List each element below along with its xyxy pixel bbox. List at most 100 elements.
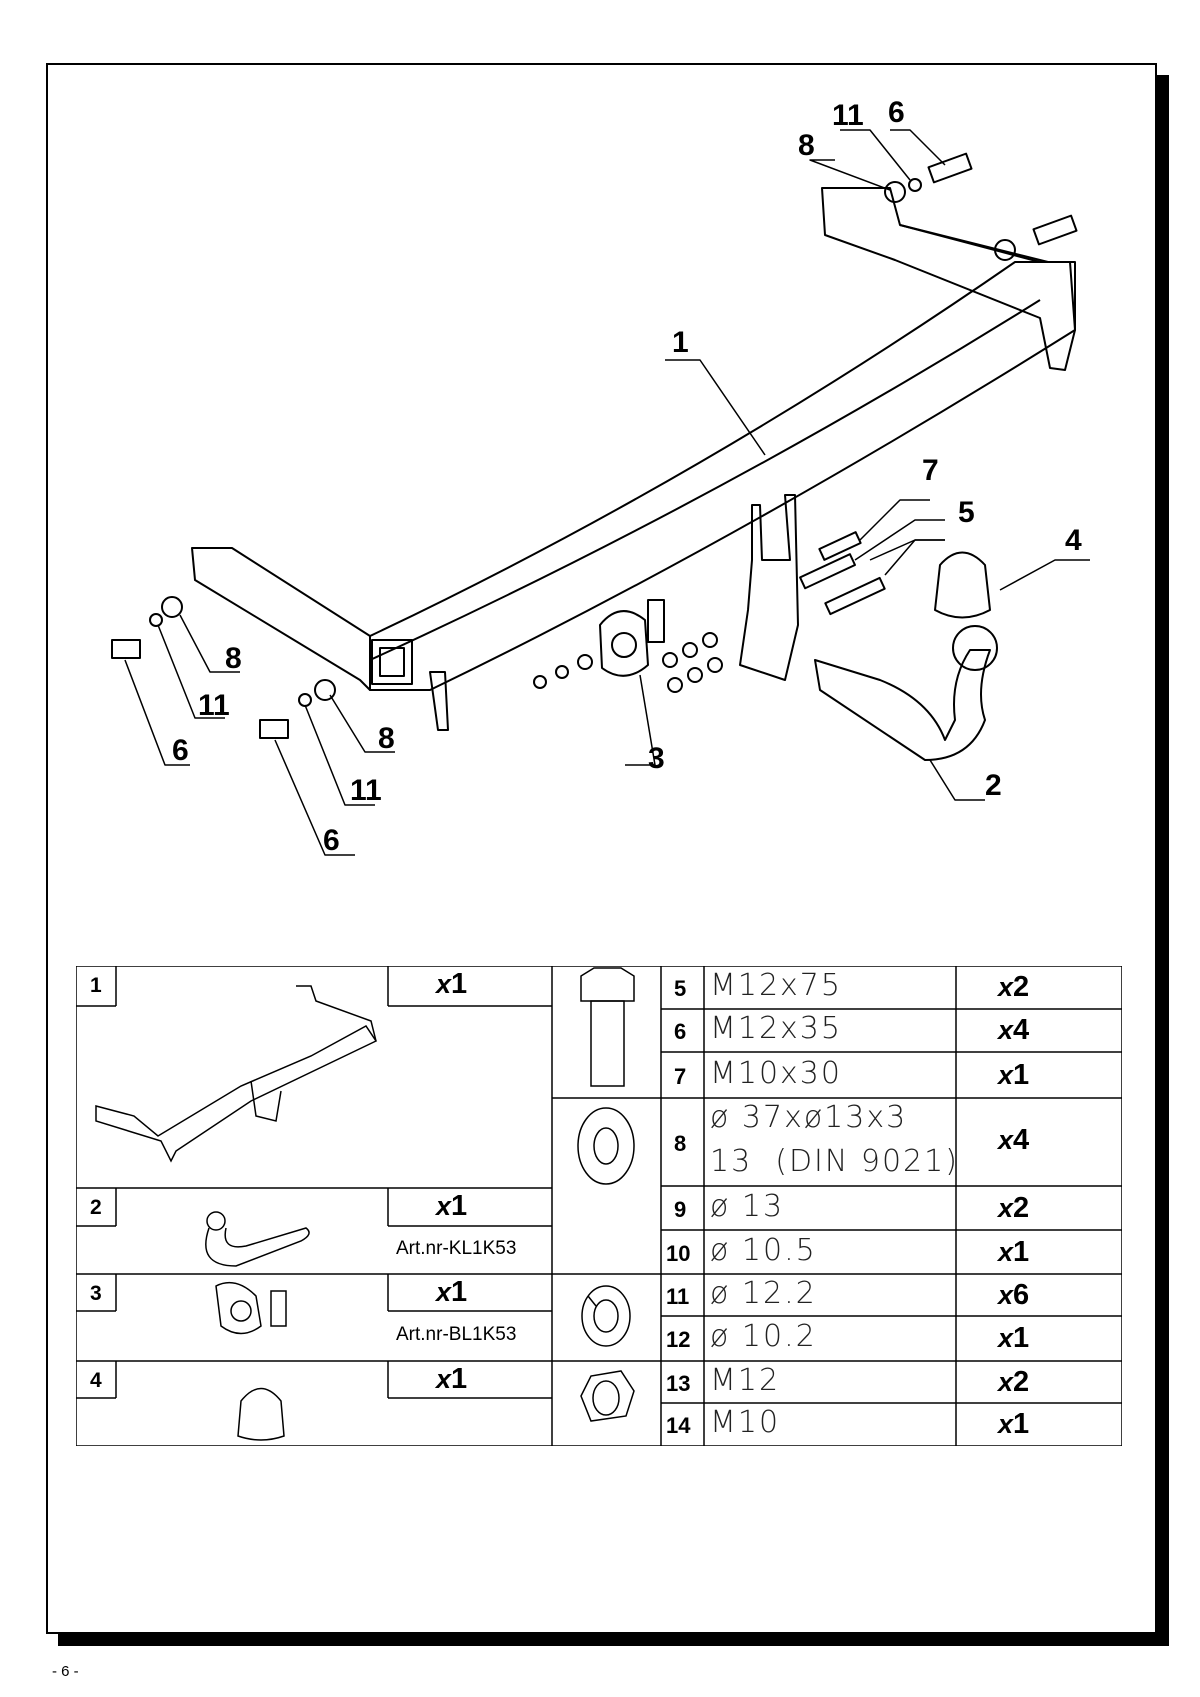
lock-washer-mid xyxy=(298,693,312,707)
row-8-qty: x4 xyxy=(998,1124,1029,1157)
item-4-qty: x1 xyxy=(436,1363,467,1396)
row-9-qty-n: 2 xyxy=(1013,1192,1030,1224)
row-12-qty-x: x xyxy=(998,1323,1014,1353)
tow-ball-neck xyxy=(814,649,991,761)
callout-8-top: 8 xyxy=(798,129,815,162)
callout-6-top: 6 xyxy=(888,96,905,129)
row-12-spec: ø 10.2 xyxy=(710,1319,817,1354)
callout-2: 2 xyxy=(985,769,1002,802)
row-9-qty: x2 xyxy=(998,1192,1029,1225)
item-3-article-number: Art.nr-BL1K53 xyxy=(396,1324,517,1345)
row-8-spec: ø 37xø13x3 xyxy=(710,1100,908,1135)
row-6-qty: x4 xyxy=(998,1014,1029,1047)
callout-11-mid: 11 xyxy=(350,774,382,807)
row-14-qty-x: x xyxy=(998,1409,1014,1439)
item-3-qty-n: 1 xyxy=(451,1276,468,1308)
row-11-qty-n: 6 xyxy=(1013,1279,1030,1311)
lock-washer-top xyxy=(908,178,922,192)
row-13-spec: M12 xyxy=(710,1363,781,1398)
row-5-qty-n: 2 xyxy=(1013,971,1030,1003)
hitch-bolts xyxy=(799,531,886,616)
thumb-nut xyxy=(580,1370,635,1422)
row-11-qty: x6 xyxy=(998,1279,1029,1312)
row-7-qty: x1 xyxy=(998,1059,1029,1092)
hitch-mount-plate xyxy=(739,494,799,681)
right-bracket-slot xyxy=(899,224,1041,263)
row-11-qty-x: x xyxy=(998,1280,1014,1310)
row-6-qty-x: x xyxy=(998,1015,1014,1045)
thumb-lock-washer xyxy=(581,1285,631,1347)
row-9-number: 9 xyxy=(674,1197,687,1222)
callout-8-left: 8 xyxy=(225,642,242,675)
item-1-qty-n: 1 xyxy=(451,968,468,1000)
bolt-mid xyxy=(259,719,289,739)
row-14-number: 14 xyxy=(666,1413,691,1438)
row-8-spec-line2: 13 (DIN 9021) xyxy=(710,1144,959,1179)
leader-lines xyxy=(124,129,1090,856)
callout-4: 4 xyxy=(1065,524,1082,557)
thumb-washer xyxy=(577,1107,635,1185)
item-1-qty-x: x xyxy=(436,969,452,999)
item-1-number: 1 xyxy=(90,974,102,997)
tube-end-square xyxy=(371,639,413,685)
item-2-qty-n: 1 xyxy=(451,1190,468,1222)
row-7-number: 7 xyxy=(674,1064,687,1089)
main-cross-tube xyxy=(369,261,1076,691)
cross-tube-top-edge xyxy=(369,299,1041,661)
row-10-qty-x: x xyxy=(998,1237,1014,1267)
socket-plate-tab xyxy=(647,599,665,643)
row-5-spec: M12x75 xyxy=(710,968,842,1003)
row-5-qty: x2 xyxy=(998,971,1029,1004)
row-12-qty: x1 xyxy=(998,1322,1029,1355)
lock-washer-left xyxy=(149,613,163,627)
item-4-qty-n: 1 xyxy=(451,1363,468,1395)
item-3-qty-x: x xyxy=(436,1277,452,1307)
callout-11-left: 11 xyxy=(198,689,230,722)
row-5-qty-x: x xyxy=(998,972,1014,1002)
callout-8-mid: 8 xyxy=(378,722,395,755)
washer-left xyxy=(161,596,183,618)
thumb-socket-plate xyxy=(215,1281,287,1335)
thumb-cross-tube xyxy=(95,985,378,1163)
washer-top xyxy=(884,181,906,203)
row-13-qty-n: 2 xyxy=(1013,1366,1030,1398)
item-3-qty: x1 xyxy=(436,1276,467,1309)
item-3-number: 3 xyxy=(90,1282,102,1305)
row-6-qty-n: 4 xyxy=(1013,1014,1030,1046)
callout-6-left: 6 xyxy=(172,734,189,767)
thumb-tow-ball xyxy=(205,1211,310,1267)
item-4-qty-x: x xyxy=(436,1364,452,1394)
page-frame xyxy=(46,63,1157,1634)
row-8-number: 8 xyxy=(674,1131,687,1156)
bolt-left xyxy=(111,639,141,659)
item-4-number: 4 xyxy=(90,1369,102,1392)
row-12-number: 12 xyxy=(666,1327,691,1352)
callout-3: 3 xyxy=(648,742,665,775)
row-12-qty-n: 1 xyxy=(1013,1322,1030,1354)
row-8-qty-x: x xyxy=(998,1125,1014,1155)
row-7-qty-x: x xyxy=(998,1060,1014,1090)
row-11-number: 11 xyxy=(666,1284,690,1309)
parts-list-table: 1 x1 2 x1 Art.nr-KL1K53 3 x1 Art.nr-BL1K… xyxy=(76,966,1122,1446)
item-2-qty: x1 xyxy=(436,1190,467,1223)
callout-11-top: 11 xyxy=(832,99,864,132)
ball-cover xyxy=(934,551,991,619)
hitch-nuts-washers xyxy=(533,632,723,693)
row-7-qty-n: 1 xyxy=(1013,1059,1030,1091)
washer-mid xyxy=(314,679,336,701)
left-bracket-lip xyxy=(429,671,449,731)
row-13-number: 13 xyxy=(666,1371,691,1396)
row-8-qty-n: 4 xyxy=(1013,1124,1030,1156)
row-5-number: 5 xyxy=(674,976,687,1001)
tube-end-inner xyxy=(379,647,405,677)
washer-top-right xyxy=(994,239,1016,261)
right-mounting-bracket xyxy=(821,187,1076,371)
socket-plate xyxy=(599,610,649,677)
row-9-spec: ø 13 xyxy=(710,1189,785,1224)
thumb-bolt xyxy=(580,967,635,1087)
left-mounting-bracket xyxy=(191,547,371,691)
callout-1: 1 xyxy=(672,326,689,359)
row-10-spec: ø 10.5 xyxy=(710,1233,817,1268)
item-2-number: 2 xyxy=(90,1196,102,1219)
thumb-ball-cover xyxy=(237,1387,285,1441)
